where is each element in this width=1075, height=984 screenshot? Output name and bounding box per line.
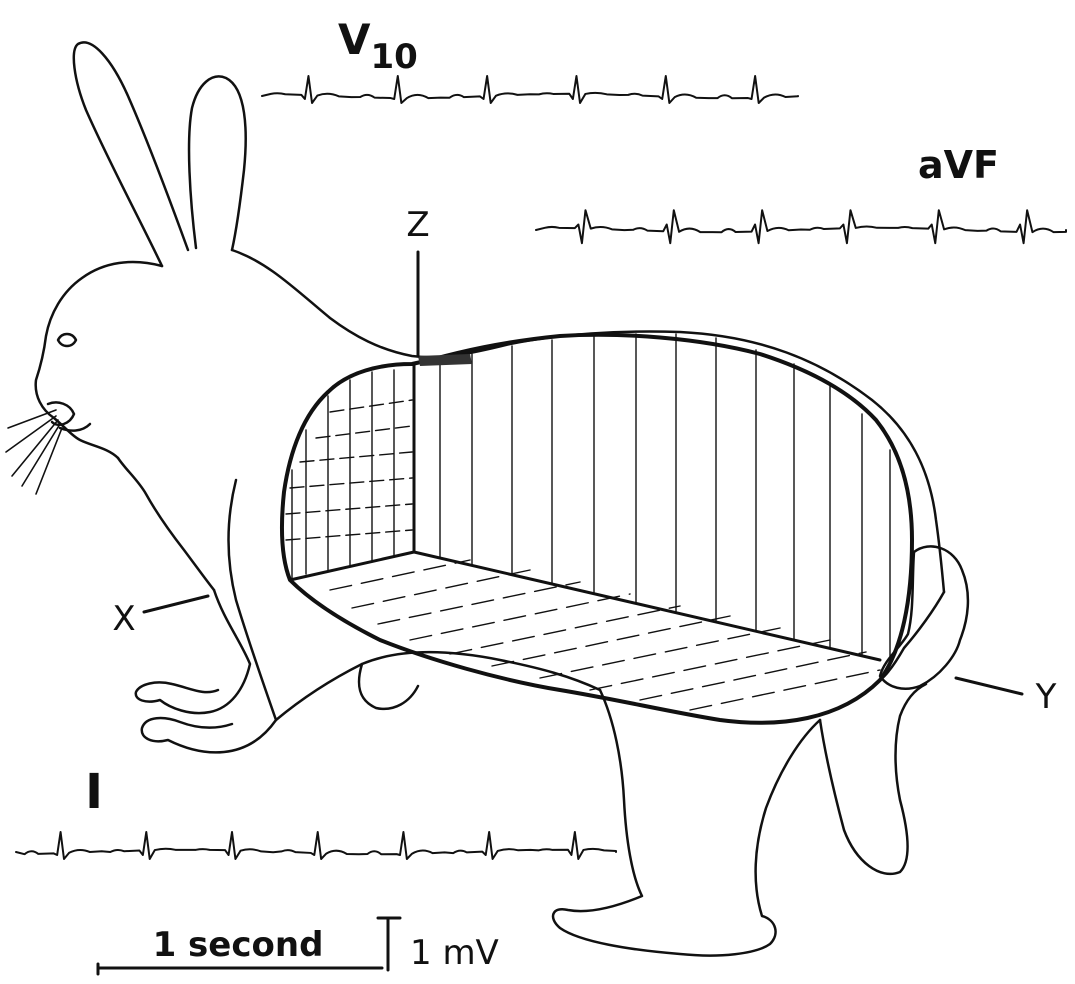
scale-bars: 1 second 1 mV xyxy=(98,918,499,974)
rabbit-chest-fur xyxy=(118,458,214,590)
floor-hatching xyxy=(330,560,880,710)
axis-labels: Z X Y xyxy=(112,205,1056,717)
voltage-scale-label: 1 mV xyxy=(410,933,499,973)
side-wall-grid xyxy=(286,370,412,578)
ecg-trace-avf xyxy=(536,210,1066,243)
rabbit-middle-leg xyxy=(359,664,418,709)
rabbit-nose xyxy=(48,402,74,424)
rabbit-near-ear xyxy=(74,42,188,266)
x-axis-label: X xyxy=(112,599,135,639)
rabbit-near-hind-leg xyxy=(553,690,820,956)
cutaway-outline xyxy=(282,335,912,723)
ecg-trace-v10 xyxy=(262,76,798,103)
rabbit-eye xyxy=(58,334,76,346)
time-scale-bar xyxy=(98,964,382,974)
y-axis-label: Y xyxy=(1035,677,1057,717)
lead-v10-subscript: 10 xyxy=(371,37,418,77)
rabbit-tail xyxy=(880,546,968,688)
lead-v10-label: V10 xyxy=(338,15,418,77)
rabbit-far-hind-leg xyxy=(820,684,926,874)
z-axis-label: Z xyxy=(406,205,429,245)
lead-v10-letter: V xyxy=(338,15,371,64)
x-axis-leader xyxy=(144,596,208,612)
ecg-trace-lead-i xyxy=(16,832,616,859)
y-axis-leader xyxy=(956,678,1022,694)
time-scale-label: 1 second xyxy=(153,925,324,965)
lead-i-label: I xyxy=(85,764,103,820)
z-origin-block xyxy=(418,354,472,366)
rabbit-illustration xyxy=(6,42,968,955)
cutaway-coordinate-box xyxy=(282,334,912,723)
rabbit-head-back-contour xyxy=(232,250,944,592)
rabbit-face xyxy=(36,262,162,458)
lead-avf-label: aVF xyxy=(918,143,999,187)
voltage-scale-bar xyxy=(378,918,400,970)
rabbit-far-ear xyxy=(189,76,246,250)
